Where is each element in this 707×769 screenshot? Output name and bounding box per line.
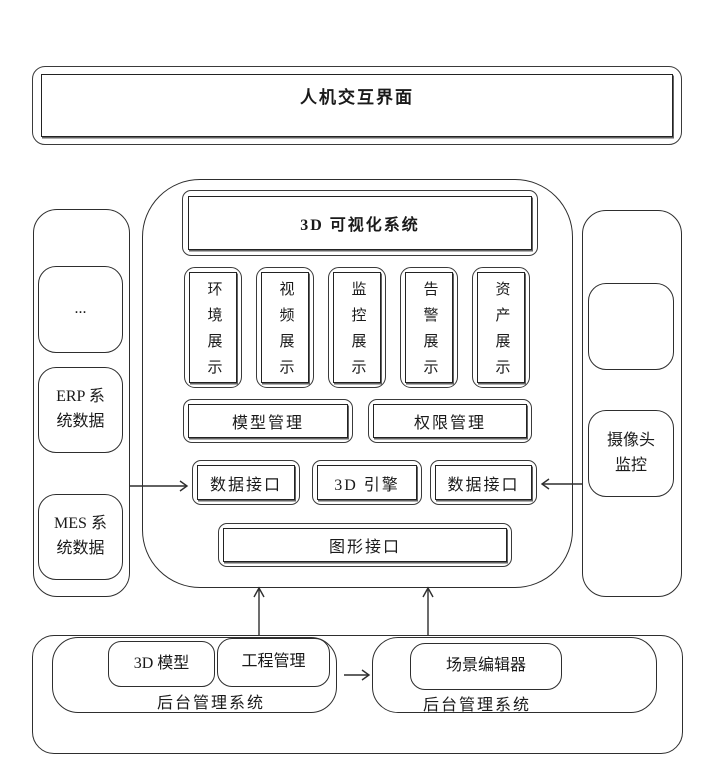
mes-data-item: MES 系 统数据	[38, 494, 123, 580]
project-mgmt-label: 工程管理	[241, 653, 306, 671]
arrow-right-icon	[130, 480, 189, 492]
hub-title: 3D 可视化系统	[300, 217, 420, 234]
permission-mgmt-box: 权限管理	[368, 399, 532, 443]
model-3d-box: 3D 模型	[108, 641, 215, 687]
backoffice-right-title: 后台管理系统	[422, 697, 531, 714]
arrow-up-right-icon	[422, 586, 434, 636]
right-camera-panel	[582, 210, 682, 597]
backoffice-left-title: 后台管理系统	[156, 695, 265, 712]
mes-data-label: MES 系 统数据	[54, 515, 107, 557]
model-3d-label: 3D 模型	[133, 654, 190, 672]
module-monitor-display: 监控展示	[328, 267, 386, 388]
scene-editor-box: 场景编辑器	[410, 643, 562, 690]
data-interface-left-label: 数据接口	[209, 476, 282, 494]
module-asset-display-label: 资产展示	[493, 280, 510, 385]
camera-monitor-item: 摄像头 监控	[588, 410, 674, 497]
data-interface-right-box: 数据接口	[430, 460, 537, 505]
camera-monitor-label: 摄像头 监控	[606, 431, 655, 474]
engine-3d-label: 3D 引擎	[334, 476, 400, 494]
other-data-label: ...	[74, 300, 87, 318]
data-interface-right-label: 数据接口	[447, 476, 520, 494]
module-env-display-label: 环境展示	[205, 280, 222, 385]
hmi-banner: 人机交互界面	[32, 66, 682, 145]
module-alarm-display: 告警展示	[400, 267, 458, 388]
model-mgmt-label: 模型管理	[231, 415, 304, 432]
module-monitor-display-label: 监控展示	[349, 280, 366, 385]
other-data-item: ...	[38, 266, 123, 353]
module-asset-display: 资产展示	[472, 267, 530, 388]
module-env-display: 环境展示	[184, 267, 242, 388]
module-video-display-label: 视频展示	[277, 280, 294, 385]
module-alarm-display-label: 告警展示	[421, 280, 438, 385]
camera-empty-box	[588, 283, 674, 370]
graphics-interface-label: 图形接口	[328, 539, 401, 556]
arrow-up-left-icon	[253, 586, 265, 636]
scene-editor-label: 场景编辑器	[445, 657, 526, 675]
model-mgmt-box: 模型管理	[183, 399, 353, 443]
permission-mgmt-label: 权限管理	[413, 415, 486, 432]
erp-data-item: ERP 系 统数据	[38, 367, 123, 453]
graphics-interface-box: 图形接口	[218, 523, 512, 567]
hub-title-box: 3D 可视化系统	[182, 190, 538, 256]
engine-3d-box: 3D 引擎	[312, 460, 422, 505]
hmi-banner-title: 人机交互界面	[300, 88, 414, 107]
data-interface-left-box: 数据接口	[192, 460, 300, 505]
module-video-display: 视频展示	[256, 267, 314, 388]
arrow-between-backoffice-icon	[344, 669, 371, 681]
project-mgmt-box: 工程管理	[217, 638, 330, 687]
erp-data-label: ERP 系 统数据	[56, 388, 105, 430]
arrow-left-icon	[540, 478, 582, 490]
